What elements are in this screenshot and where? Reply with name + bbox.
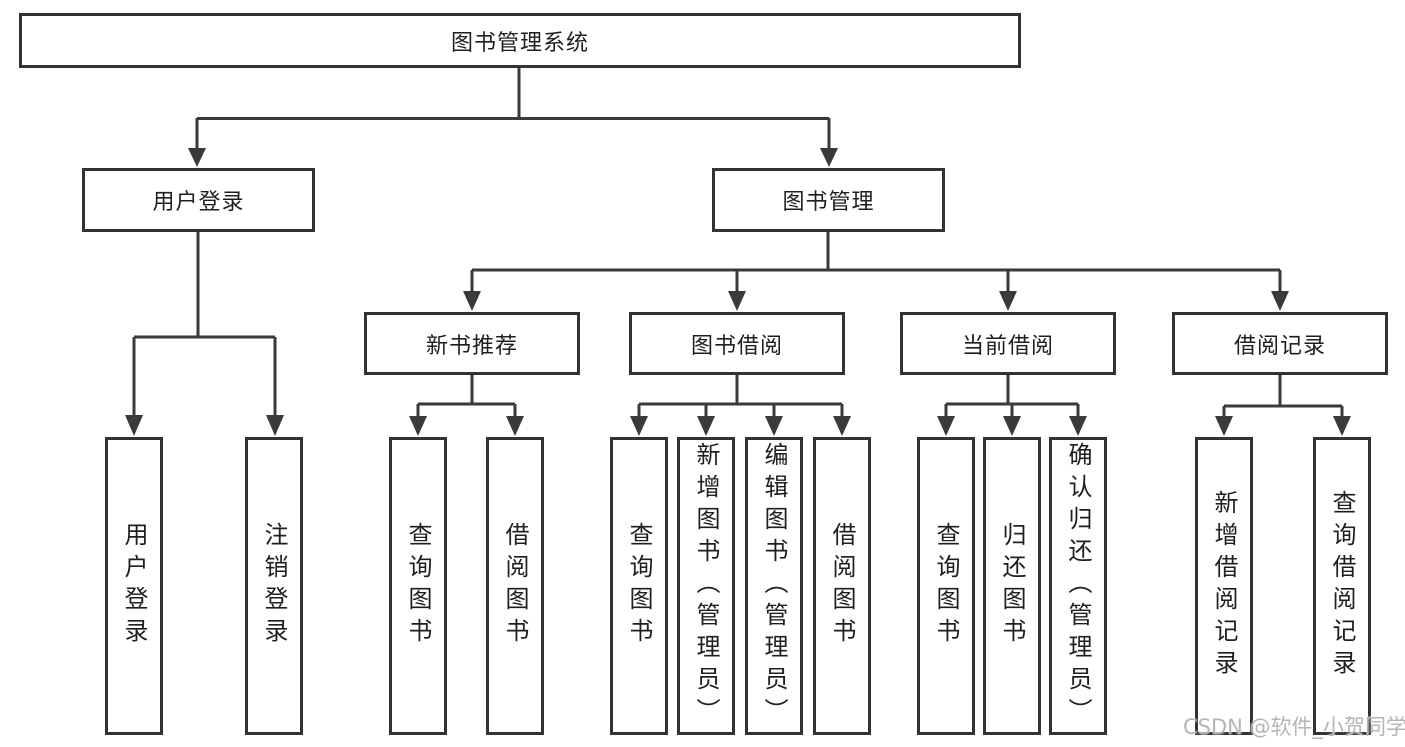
leaf-logout-login: 注销登录	[245, 437, 303, 735]
leaf-logout-login-label: 注销登录	[260, 522, 288, 650]
node-user-login-label: 用户登录	[152, 190, 245, 215]
node-book-borrow: 图书借阅	[629, 312, 845, 375]
leaf-add-borrow-record: 新增借阅记录	[1195, 437, 1253, 735]
arrow-down-icon	[125, 415, 143, 436]
arrow-down-icon	[728, 291, 746, 311]
leaf-query-books-borrow: 查询图书	[610, 437, 668, 735]
leaf-edit-books-admin-label: 编辑图书（管理员）	[760, 442, 788, 730]
node-book-management-label: 图书管理	[782, 190, 875, 215]
node-root: 图书管理系统	[19, 13, 1021, 68]
leaf-add-books-admin-label: 新增图书（管理员）	[692, 442, 720, 730]
node-current-borrow-label: 当前借阅	[961, 333, 1054, 359]
leaf-borrow-books-recommend: 借阅图书	[486, 437, 544, 735]
node-borrow-records: 借阅记录	[1172, 312, 1388, 375]
arrow-down-icon	[1333, 416, 1351, 436]
connector-root-to-level2	[188, 66, 838, 167]
arrow-down-icon	[765, 416, 783, 436]
connector-book-mgmt-to-level3	[463, 231, 1289, 311]
node-borrow-records-label: 借阅记录	[1233, 333, 1326, 359]
node-root-label: 图书管理系统	[450, 30, 589, 56]
arrow-down-icon	[1271, 291, 1289, 311]
leaf-user-login-label: 用户登录	[120, 522, 148, 650]
leaf-query-borrow-record: 查询借阅记录	[1313, 437, 1371, 735]
leaf-query-borrow-record-label: 查询借阅记录	[1328, 490, 1356, 682]
node-current-borrow: 当前借阅	[900, 312, 1116, 375]
connector-current-children	[937, 375, 1087, 436]
arrow-down-icon	[1003, 416, 1021, 436]
arrow-down-icon	[266, 415, 284, 436]
leaf-query-books-current-label: 查询图书	[932, 522, 960, 650]
arrow-down-icon	[937, 416, 955, 436]
arrow-down-icon	[697, 416, 715, 436]
leaf-add-borrow-record-label: 新增借阅记录	[1210, 490, 1238, 682]
leaf-return-books-label: 归还图书	[998, 522, 1026, 650]
leaf-query-books-current: 查询图书	[917, 437, 975, 735]
arrow-down-icon	[630, 416, 648, 436]
node-new-book-recommend-label: 新书推荐	[425, 333, 518, 359]
leaf-user-login: 用户登录	[105, 437, 163, 735]
leaf-edit-books-admin: 编辑图书（管理员）	[745, 437, 803, 735]
node-book-borrow-label: 图书借阅	[690, 333, 783, 359]
leaf-add-books-admin: 新增图书（管理员）	[677, 437, 735, 735]
arrow-down-icon	[463, 291, 481, 311]
node-new-book-recommend: 新书推荐	[364, 312, 580, 375]
leaf-confirm-return-admin: 确认归还（管理员）	[1049, 437, 1107, 735]
leaf-borrow-books-label: 借阅图书	[828, 522, 856, 650]
arrow-down-icon	[409, 416, 427, 436]
arrow-down-icon	[833, 416, 851, 436]
leaf-query-books-recommend: 查询图书	[389, 437, 447, 735]
csdn-watermark: CSDN @软件_小贺同学	[1183, 715, 1405, 739]
leaf-borrow-books-recommend-label: 借阅图书	[501, 522, 529, 650]
leaf-query-books-borrow-label: 查询图书	[625, 522, 653, 650]
connector-new-books-children	[409, 375, 524, 436]
arrow-down-icon	[999, 291, 1017, 311]
connector-user-login-children	[125, 231, 284, 436]
arrow-down-icon	[188, 148, 206, 167]
leaf-confirm-return-admin-label: 确认归还（管理员）	[1064, 442, 1092, 730]
arrow-down-icon	[1069, 416, 1087, 436]
connector-records-children	[1215, 375, 1351, 436]
arrow-down-icon	[506, 416, 524, 436]
node-user-login: 用户登录	[82, 168, 315, 232]
leaf-borrow-books: 借阅图书	[813, 437, 871, 735]
leaf-query-books-recommend-label: 查询图书	[404, 522, 432, 650]
leaf-return-books: 归还图书	[983, 437, 1041, 735]
connector-borrow-children	[630, 375, 851, 436]
arrow-down-icon	[820, 148, 838, 167]
node-book-management: 图书管理	[712, 168, 945, 232]
arrow-down-icon	[1215, 416, 1233, 436]
